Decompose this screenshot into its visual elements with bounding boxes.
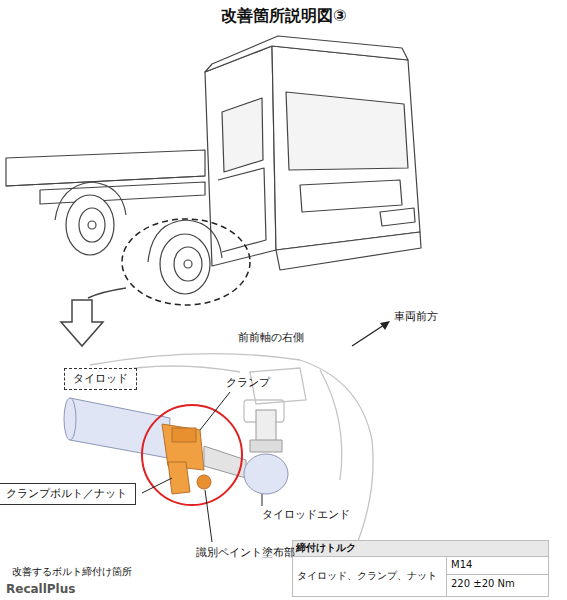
watermark: RecallPlus <box>6 582 75 596</box>
part-label-box: クランプボルト／ナット <box>0 483 136 505</box>
part-label: クランプ <box>226 376 270 389</box>
table-cell: タイロッド、クランプ、ナット <box>297 570 437 582</box>
node-text: クランプボルト／ナット <box>6 487 127 500</box>
direction-label: 車両前方 <box>394 310 438 323</box>
part-label-box: タイロッド <box>64 368 137 390</box>
table-header: 締付けトルク <box>296 542 356 554</box>
diagram-title: 改善箇所説明図③ <box>221 6 347 25</box>
part-label: 識別ペイント塗布部 <box>196 546 295 559</box>
part-label: タイロッドエンド <box>262 508 350 521</box>
table-cell: M14 <box>451 559 472 571</box>
note-text: 改善するボルト締付け箇所 <box>12 566 132 578</box>
node-text: タイロッド <box>73 372 128 385</box>
table-cell: 220 ±20 Nm <box>451 578 515 590</box>
view-caption: 前前軸の右側 <box>238 331 304 344</box>
